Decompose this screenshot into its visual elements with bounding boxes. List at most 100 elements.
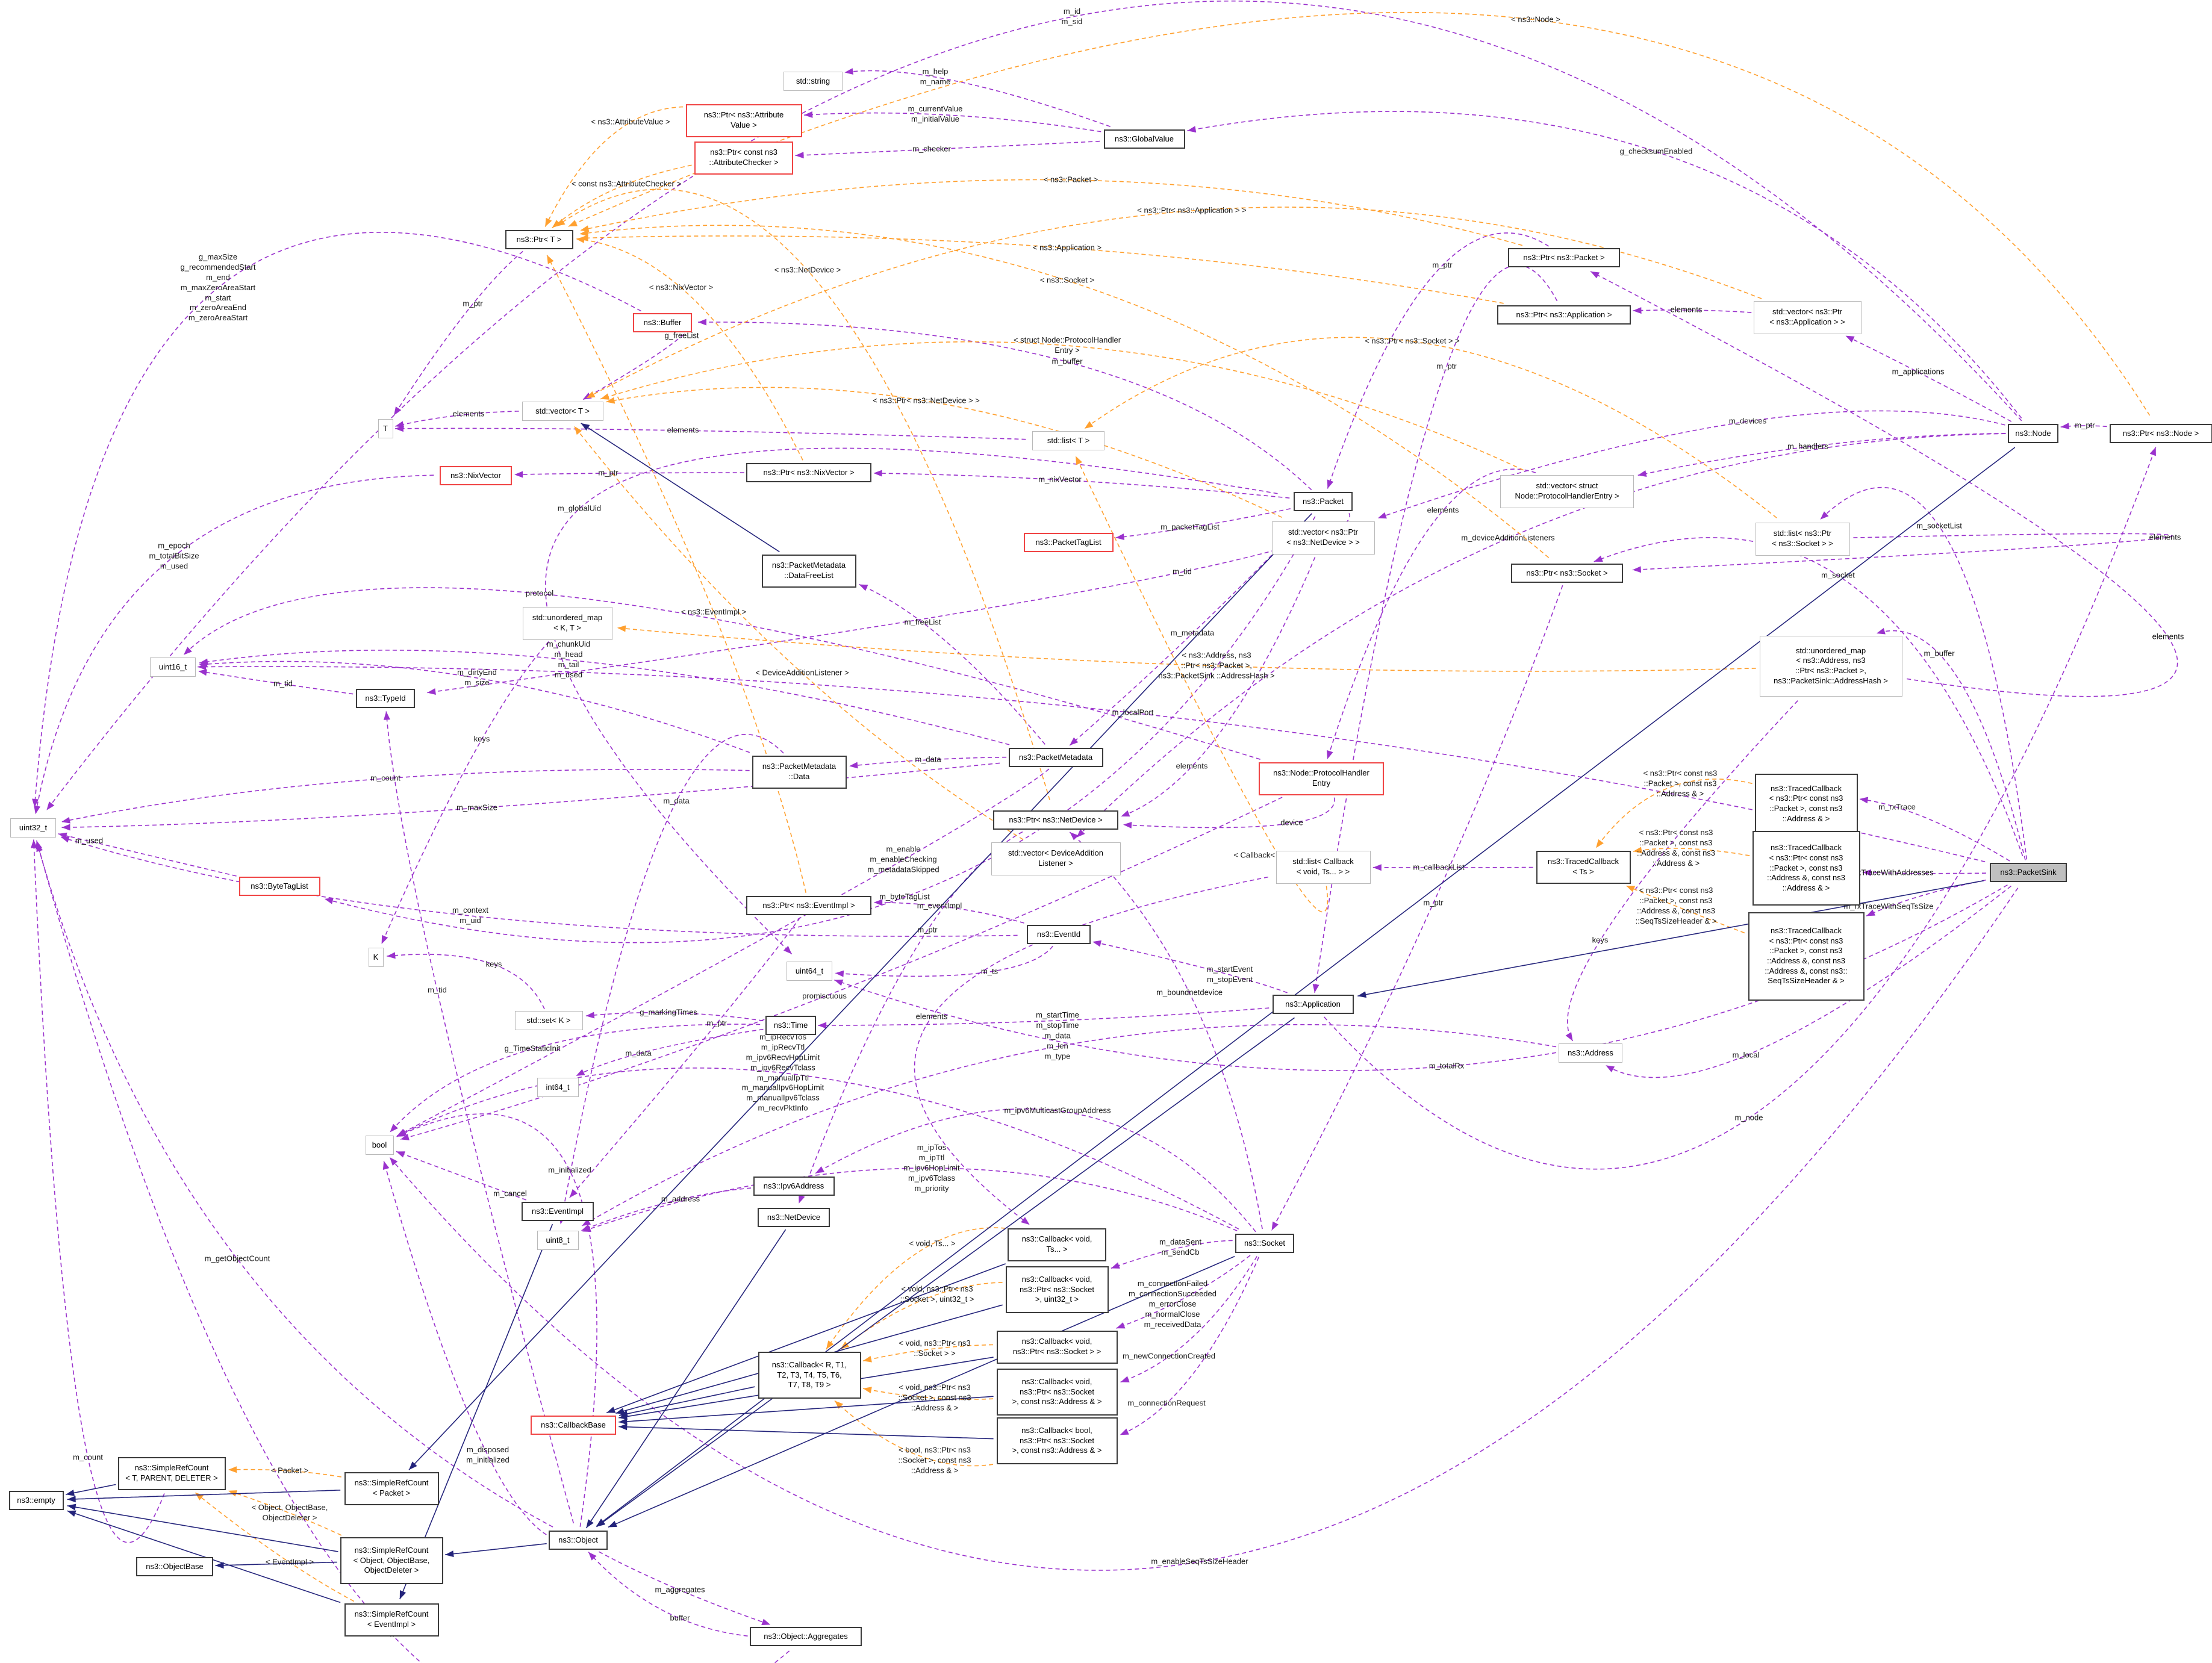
edge-packetsink-bool	[389, 887, 2019, 1571]
class-node-address[interactable]: ns3::Address	[1559, 1043, 1622, 1063]
class-node-set-k[interactable]: std::set< K >	[514, 1011, 583, 1030]
class-node-cb-socket-u32[interactable]: ns3::Callback< void, ns3::Ptr< ns3::Sock…	[1005, 1266, 1109, 1313]
class-node-typeid[interactable]: ns3::TypeId	[356, 689, 415, 708]
class-node-datafreelist[interactable]: ns3::PacketMetadata ::DataFreeList	[761, 554, 856, 588]
class-node-cb-socket-addr[interactable]: ns3::Callback< void, ns3::Ptr< ns3::Sock…	[996, 1369, 1118, 1416]
class-node-vector-dal[interactable]: std::vector< DeviceAddition Listener >	[991, 842, 1121, 875]
arrowhead	[1111, 1262, 1120, 1269]
arrowhead	[1123, 821, 1132, 828]
class-node-cb-socket[interactable]: ns3::Callback< void, ns3::Ptr< ns3::Sock…	[996, 1330, 1118, 1364]
class-node-vector-ptr-app[interactable]: std::vector< ns3::Ptr < ns3::Application…	[1753, 300, 1862, 334]
class-node-src-eventimpl[interactable]: ns3::SimpleRefCount < EventImpl >	[344, 1603, 439, 1637]
class-node-cb-void-ts[interactable]: ns3::Callback< void, Ts... >	[1008, 1228, 1106, 1261]
class-node-list-callback[interactable]: std::list< Callback < void, Ts... > >	[1276, 850, 1371, 884]
arrowhead	[582, 393, 592, 400]
class-node-bytetaglist[interactable]: ns3::ByteTagList	[238, 877, 320, 896]
class-node-std-string[interactable]: std::string	[784, 72, 843, 91]
class-node-eventimpl[interactable]: ns3::EventImpl	[522, 1202, 594, 1221]
edge-cb-void-ts-callbackbase	[606, 1263, 1006, 1414]
class-node-ptr-socket[interactable]: ns3::Ptr< ns3::Socket >	[1511, 564, 1623, 583]
class-node-unordered-map-kt[interactable]: std::unordered_map < K, T >	[522, 606, 612, 640]
arrowhead	[596, 1519, 606, 1527]
class-node-t[interactable]: T	[378, 419, 393, 438]
arrowhead	[67, 1496, 76, 1503]
class-node-ptr-netdevice[interactable]: ns3::Ptr< ns3::NetDevice >	[993, 810, 1118, 830]
class-node-packetmetadata[interactable]: ns3::PacketMetadata	[1008, 748, 1103, 767]
class-node-socket[interactable]: ns3::Socket	[1235, 1234, 1294, 1253]
class-node-tcb-2[interactable]: ns3::TracedCallback < ns3::Ptr< const ns…	[1752, 831, 1860, 906]
class-node-ptr-t[interactable]: ns3::Ptr< T >	[505, 230, 573, 249]
class-node-phe[interactable]: ns3::Node::ProtocolHandler Entry	[1259, 762, 1384, 795]
class-node-cb-r-t1[interactable]: ns3::Callback< R, T1, T2, T3, T4, T5, T6…	[758, 1352, 861, 1399]
class-node-application[interactable]: ns3::Application	[1272, 995, 1354, 1014]
edge-object-aggregates	[599, 1551, 771, 1626]
class-node-tcb-3[interactable]: ns3::TracedCallback < ns3::Ptr< const ns…	[1748, 912, 1865, 1001]
class-node-ptr-nixvector[interactable]: ns3::Ptr< ns3::NixVector >	[746, 463, 871, 482]
arrowhead	[1357, 991, 1367, 998]
edge-umap-address-unordered-map-kt	[617, 627, 1756, 672]
class-node-ptr-node[interactable]: ns3::Ptr< ns3::Node >	[2109, 424, 2212, 443]
class-node-nixvector[interactable]: ns3::NixVector	[440, 466, 512, 485]
class-node-uint8[interactable]: uint8_t	[537, 1231, 579, 1250]
arrowhead	[66, 1490, 75, 1496]
edge-src-packet-empty	[67, 1490, 341, 1500]
edge-ptr-application-application	[1314, 264, 1558, 993]
class-node-vector-t[interactable]: std::vector< T >	[522, 402, 603, 421]
class-node-aggregates[interactable]: ns3::Object::Aggregates	[750, 1627, 862, 1646]
edge-list-callback-cb-void-ts	[914, 876, 1269, 1225]
class-node-src-tpd[interactable]: ns3::SimpleRefCount < T, PARENT, DELETER…	[117, 1456, 226, 1490]
class-node-packettaglist[interactable]: ns3::PacketTagList	[1023, 533, 1114, 552]
class-node-list-t[interactable]: std::list< T >	[1032, 431, 1104, 450]
class-node-packet[interactable]: ns3::Packet	[1294, 492, 1353, 511]
class-node-uint64[interactable]: uint64_t	[787, 962, 832, 981]
edge-ptr-eventimpl-ptr-t	[546, 255, 806, 893]
class-node-vector-ptr-netdevice[interactable]: std::vector< ns3::Ptr < ns3::NetDevice >…	[1271, 521, 1375, 555]
arrowhead	[863, 1355, 872, 1363]
class-node-time[interactable]: ns3::Time	[765, 1016, 816, 1035]
edge-ptr-socket-ptr-t	[579, 225, 1550, 558]
arrowhead	[606, 397, 615, 404]
class-node-vector-phe[interactable]: std::vector< struct Node::ProtocolHandle…	[1500, 474, 1634, 508]
class-node-buffer[interactable]: ns3::Buffer	[633, 313, 692, 332]
class-node-src-object[interactable]: ns3::SimpleRefCount < Object, ObjectBase…	[340, 1537, 443, 1584]
class-node-eventid[interactable]: ns3::EventId	[1027, 925, 1091, 944]
class-node-ptr-attrvalue[interactable]: ns3::Ptr< ns3::Attribute Value >	[685, 104, 802, 137]
class-node-k[interactable]: K	[368, 948, 384, 967]
class-node-packetsink[interactable]: ns3::PacketSink	[1990, 863, 2067, 882]
arrowhead	[1606, 1065, 1615, 1072]
edge-cb-r-t1-callbackbase	[618, 1386, 755, 1416]
class-node-ipv6address[interactable]: ns3::Ipv6Address	[753, 1177, 835, 1196]
class-node-ptr-application[interactable]: ns3::Ptr< ns3::Application >	[1497, 305, 1631, 325]
class-node-node[interactable]: ns3::Node	[2008, 424, 2058, 443]
arrowhead	[61, 816, 70, 824]
edge-unordered-map-kt-k	[381, 641, 549, 945]
class-node-uint16[interactable]: uint16_t	[150, 657, 196, 677]
class-node-object[interactable]: ns3::Object	[549, 1531, 608, 1550]
class-node-globalvalue[interactable]: ns3::GlobalValue	[1103, 129, 1185, 149]
class-node-int64[interactable]: int64_t	[537, 1078, 579, 1097]
class-node-netdevice[interactable]: ns3::NetDevice	[758, 1208, 830, 1227]
class-node-objectbase[interactable]: ns3::ObjectBase	[136, 1557, 213, 1576]
class-node-src-packet[interactable]: ns3::SimpleRefCount < Packet >	[344, 1472, 439, 1505]
edge-object-src-object	[445, 1543, 547, 1555]
class-node-ptr-packet[interactable]: ns3::Ptr< ns3::Packet >	[1508, 248, 1620, 267]
class-node-umap-address[interactable]: std::unordered_map < ns3::Address, ns3 :…	[1759, 635, 1902, 697]
class-node-tracedcb-ts[interactable]: ns3::TracedCallback < Ts >	[1536, 850, 1631, 884]
class-node-ptr-eventimpl[interactable]: ns3::Ptr< ns3::EventImpl >	[746, 896, 871, 915]
edge-object-uint32	[36, 840, 553, 1528]
arrowhead	[783, 945, 792, 954]
edge-vector-dal-vector-t	[573, 426, 1024, 841]
class-node-uint32[interactable]: uint32_t	[10, 818, 56, 838]
class-node-empty[interactable]: ns3::empty	[8, 1491, 64, 1510]
class-node-cb-bool-socket-addr[interactable]: ns3::Callback< bool, ns3::Ptr< ns3::Sock…	[996, 1417, 1118, 1464]
edge-packetsink-tcb-1	[1859, 798, 2010, 862]
arrowhead	[580, 225, 590, 232]
class-node-bool[interactable]: bool	[365, 1136, 394, 1155]
class-node-tcb-1[interactable]: ns3::TracedCallback < ns3::Ptr< const ns…	[1754, 773, 1858, 835]
class-node-callbackbase[interactable]: ns3::CallbackBase	[531, 1416, 616, 1435]
arrowhead	[547, 255, 554, 264]
class-node-list-ptr-socket[interactable]: std::list< ns3::Ptr < ns3::Socket > >	[1755, 522, 1850, 556]
edge-node-vector-phe	[1637, 433, 2006, 476]
class-node-pm-data[interactable]: ns3::PacketMetadata ::Data	[752, 755, 847, 789]
class-node-ptr-attrchecker[interactable]: ns3::Ptr< const ns3 ::AttributeChecker >	[694, 141, 793, 175]
